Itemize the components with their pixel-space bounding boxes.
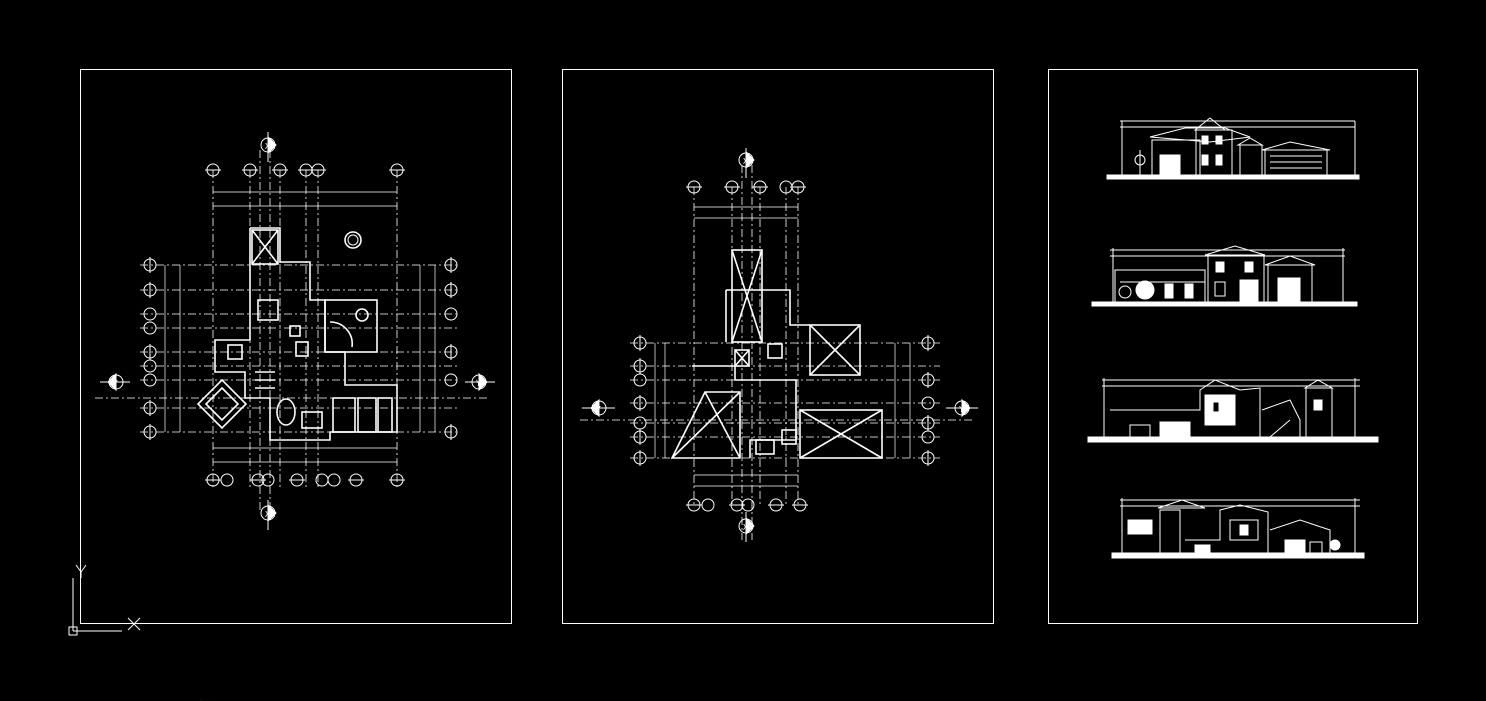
ucs-axis-icon	[68, 564, 141, 636]
sheet-1-frame	[80, 69, 512, 624]
svg-text:Y: Y	[596, 405, 601, 414]
svg-text:Y: Y	[959, 405, 964, 414]
elevation-1	[1106, 117, 1360, 180]
ucs-x-label: X	[200, 699, 201, 701]
roof-plan-grid-bubbles	[633, 180, 935, 512]
svg-text:X: X	[743, 523, 748, 532]
roof-plan-axis-y-left: Y	[582, 398, 615, 418]
section-2	[1111, 498, 1365, 559]
floor-plan-dimensions	[164, 191, 436, 463]
ucs-y-label: Y	[210, 699, 211, 701]
elevation-2	[1091, 245, 1358, 307]
roof-plan-outlines	[670, 249, 883, 459]
floor-plan-axis-y-right: Y	[465, 372, 495, 392]
svg-text:X: X	[743, 157, 748, 166]
sheet-3-frame	[1048, 69, 1418, 624]
svg-text:X: X	[265, 510, 270, 519]
roof-plan-dimensions	[654, 206, 911, 487]
floor-plan-axis-x-top: X	[260, 132, 277, 162]
sheet-2-roof-plan[interactable]: X X Y Y	[562, 69, 994, 624]
roof-plan-axis-x-bottom: X	[738, 512, 755, 542]
sheet-1-floor-plan[interactable]: X X Y Y	[80, 69, 512, 624]
floor-plan-grid-bubbles	[143, 163, 458, 487]
floor-plan-axis-x-bottom: X	[260, 500, 277, 530]
sheet-2-frame	[562, 69, 994, 624]
roof-plan-grid	[580, 165, 975, 540]
roof-plan-axis-x-top: X	[738, 148, 755, 178]
svg-text:Y: Y	[113, 379, 118, 388]
svg-text:Y: Y	[476, 379, 481, 388]
sheet-3-elevations-sections[interactable]	[1048, 69, 1418, 624]
floor-plan-grid	[95, 150, 490, 510]
section-1	[1087, 378, 1379, 443]
floor-plan-walls	[196, 227, 398, 441]
roof-plan-axis-y-right: Y	[946, 398, 978, 418]
floor-plan-axis-y-left: Y	[100, 372, 130, 392]
svg-text:X: X	[265, 142, 270, 151]
floor-plan-pool-icon	[344, 231, 362, 249]
